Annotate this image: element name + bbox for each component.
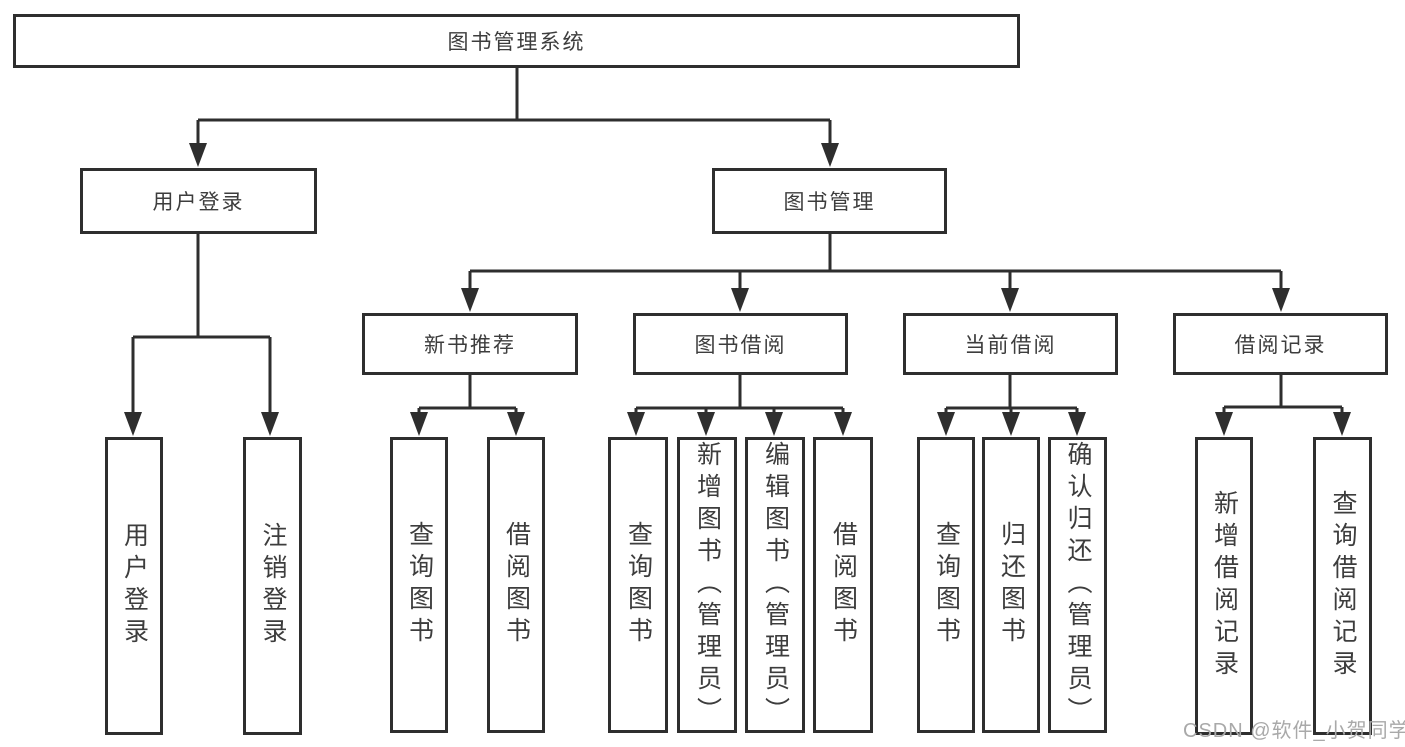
arrow-icon: [124, 412, 142, 436]
arrow-icon: [697, 412, 715, 436]
connector-book-mgmt-children: [468, 234, 1283, 291]
node-new-book-recommend: 新书推荐: [362, 313, 578, 375]
node-leaf-query-books: 查询图书: [608, 437, 668, 733]
node-label: 查询借阅记录: [1329, 490, 1357, 682]
node-leaf-user-login: 用户登录: [105, 437, 163, 735]
node-leaf-query-borrow-record: 查询借阅记录: [1313, 437, 1372, 735]
arrow-icon: [1002, 412, 1020, 436]
node-label: 新书推荐: [424, 334, 516, 357]
node-library-system: 图书管理系统: [13, 14, 1020, 68]
connector-root-to-level2: [196, 68, 832, 148]
node-label: 查询图书: [932, 521, 961, 649]
node-label: 确认归还（管理员）: [1064, 441, 1092, 729]
node-leaf-return-books: 归还图书: [982, 437, 1040, 733]
node-label: 借阅记录: [1234, 334, 1327, 357]
arrow-icon: [821, 143, 839, 167]
arrow-icon: [627, 412, 645, 436]
arrow-icon: [1001, 288, 1019, 312]
node-label: 注销登录: [259, 522, 287, 650]
arrow-icon: [1333, 412, 1351, 436]
node-label: 图书管理系统: [447, 31, 586, 54]
node-leaf-add-books-admin: 新增图书（管理员）: [677, 437, 737, 733]
node-label: 借阅图书: [502, 521, 531, 649]
connector-user-login-children: [131, 234, 272, 414]
arrow-icon: [834, 412, 852, 436]
node-label: 图书管理: [783, 191, 876, 214]
node-leaf-borrow-books: 借阅图书: [813, 437, 873, 733]
node-label: 当前借阅: [964, 334, 1057, 357]
arrow-icon: [507, 412, 525, 436]
connector-book-borrow-children: [634, 375, 845, 416]
node-label: 归还图书: [997, 521, 1026, 649]
node-leaf-logout: 注销登录: [243, 437, 302, 735]
node-leaf-confirm-return-admin: 确认归还（管理员）: [1048, 437, 1107, 733]
node-label: 查询图书: [624, 521, 653, 649]
arrow-icon: [189, 143, 207, 167]
arrow-icon: [1272, 288, 1290, 312]
node-book-management: 图书管理: [712, 168, 947, 234]
arrow-icon: [261, 412, 279, 436]
node-borrow-record: 借阅记录: [1173, 313, 1388, 375]
arrowheads: [124, 143, 1351, 436]
node-leaf-query-books: 查询图书: [917, 437, 975, 733]
node-leaf-edit-books-admin: 编辑图书（管理员）: [745, 437, 805, 733]
arrow-icon: [1068, 412, 1086, 436]
node-label: 查询图书: [405, 521, 434, 649]
node-label: 借阅图书: [829, 521, 858, 649]
node-label: 用户登录: [120, 522, 149, 650]
node-current-borrow: 当前借阅: [903, 313, 1118, 375]
node-book-borrow: 图书借阅: [633, 313, 848, 375]
arrow-icon: [765, 412, 783, 436]
arrow-icon: [731, 288, 749, 312]
node-label: 图书借阅: [694, 334, 787, 357]
node-label: 用户登录: [152, 191, 245, 214]
node-leaf-query-books: 查询图书: [390, 437, 448, 733]
arrow-icon: [410, 412, 428, 436]
connector-current-borrow-children: [944, 375, 1079, 416]
arrow-icon: [937, 412, 955, 436]
node-leaf-add-borrow-record: 新增借阅记录: [1195, 437, 1253, 735]
node-label: 新增借阅记录: [1210, 490, 1239, 682]
node-user-login: 用户登录: [80, 168, 317, 234]
connector-borrow-record-children: [1222, 375, 1344, 416]
node-label: 编辑图书（管理员）: [761, 441, 790, 729]
node-label: 新增图书（管理员）: [693, 441, 722, 729]
arrow-icon: [1215, 412, 1233, 436]
node-leaf-borrow-books: 借阅图书: [487, 437, 545, 733]
connector-new-book-children: [417, 375, 518, 416]
csdn-watermark: CSDN @软件_小贺同学: [1183, 720, 1405, 742]
arrow-icon: [461, 288, 479, 312]
